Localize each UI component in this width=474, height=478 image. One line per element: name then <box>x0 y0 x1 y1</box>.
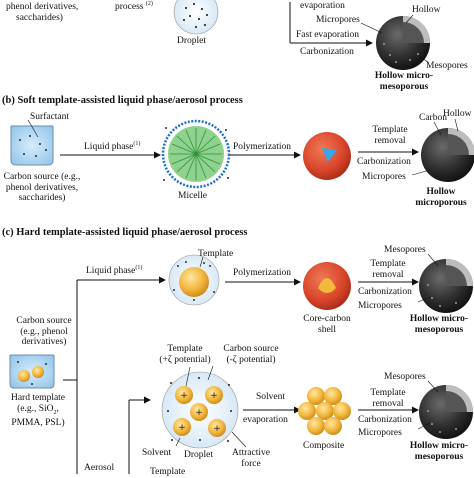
hollow-sphere-b <box>421 128 474 182</box>
c-result-2-label: Hollow micro-mesoporous <box>409 441 469 462</box>
a-hollow-label: Hollow <box>412 5 441 15</box>
core-shell-sphere <box>303 262 351 310</box>
b-carbon-source-label: Carbon source (e.g.,phenol derivatives,s… <box>3 172 81 203</box>
c-hard-template-label: Hard template(e.g., SiO2,PMMA, PSL) <box>10 393 66 428</box>
a-carbonization-label: Carbonization <box>300 47 354 57</box>
b-micelle-label: Micelle <box>178 191 208 201</box>
b-liquid-phase-label: Liquid phase(1) <box>84 140 141 152</box>
a-carbon-source-tail2: saccharides) <box>16 13 63 23</box>
hollow-sphere-c2 <box>419 385 473 439</box>
beaker-c-icon <box>9 354 55 389</box>
c-liquid-phase-label: Liquid phase(1) <box>86 264 143 276</box>
section-b-graphics <box>10 118 474 189</box>
svg-text:+: + <box>180 391 188 401</box>
b-polymerization-label: Polymerization <box>233 142 292 152</box>
section-c-title: (c) Hard template-assisted liquid phase/… <box>2 227 248 238</box>
micelle-shape <box>161 119 231 189</box>
a-evaporation-label: evaporation <box>300 1 345 11</box>
a-process-label: process (2) <box>115 0 153 12</box>
c-composite-label: Composite <box>303 441 345 451</box>
c-template-pos-label: Template(+ζ potential) <box>159 344 211 365</box>
c-solvent-arrow-label-1: Solvent <box>256 392 286 402</box>
svg-text:+: + <box>210 391 218 401</box>
a-result-label: Hollow micro-mesoporous <box>374 71 434 92</box>
c-carbonization-1-label: Carbonization <box>358 287 412 297</box>
large-droplet-c2: + + + + + <box>161 371 239 449</box>
c-template-cut-label: Template <box>150 467 186 477</box>
a-mesopores-label: Mesopores <box>426 61 468 71</box>
hollow-sphere-a <box>376 16 430 70</box>
b-carbonization-label: Carbonization <box>357 157 411 167</box>
c-micropores-1-label: Micropores <box>358 301 402 311</box>
b-carbon-label: Carbon <box>419 113 447 123</box>
section-b-title: (b) Soft template-assisted liquid phase/… <box>2 95 243 106</box>
beaker-b-icon <box>10 125 54 166</box>
hollow-sphere-c1 <box>419 259 473 313</box>
c-aerosol-label: Aerosol <box>84 463 115 473</box>
b-micropores-label: Micropores <box>362 172 406 182</box>
composite-cluster <box>298 387 351 435</box>
c-mesopores-2-label: Mesopores <box>384 372 426 382</box>
a-micropores-label: Micropores <box>316 15 360 25</box>
svg-text:+: + <box>178 423 186 433</box>
section-a-graphics <box>173 0 430 70</box>
c-template-label: Template <box>198 249 234 259</box>
c-micropores-2-label: Micropores <box>358 428 402 438</box>
b-hollow-label: Hollow <box>443 109 472 119</box>
b-surfactant-label: Surfactant <box>30 112 70 122</box>
c-polymerization-label: Polymerization <box>233 268 292 278</box>
template-droplet-c1 <box>168 254 220 306</box>
c-result-1-label: Hollow micro-mesoporous <box>409 314 469 335</box>
a-fast-evaporation-label: Fast evaporation <box>296 30 360 40</box>
a-carbon-source-tail: phenol derivatives, <box>6 2 79 12</box>
c-carbon-neg-label: Carbon source(-ζ potential) <box>223 344 279 365</box>
c-solvent-arrow-label-2: evaporation <box>243 415 288 425</box>
section-c-graphics: + + + + + <box>9 253 473 474</box>
svg-text:+: + <box>195 408 203 418</box>
c-mesopores-1-label: Mesopores <box>384 245 426 255</box>
svg-text:+: + <box>213 424 221 434</box>
a-droplet-label: Droplet <box>177 36 207 46</box>
red-sphere-b <box>303 132 351 180</box>
c-carbonization-2-label: Carbonization <box>358 415 412 425</box>
droplet-shape-a <box>173 0 219 35</box>
c-solvent-label: Solvent <box>142 448 172 458</box>
c-droplet-label: Droplet <box>184 450 214 460</box>
